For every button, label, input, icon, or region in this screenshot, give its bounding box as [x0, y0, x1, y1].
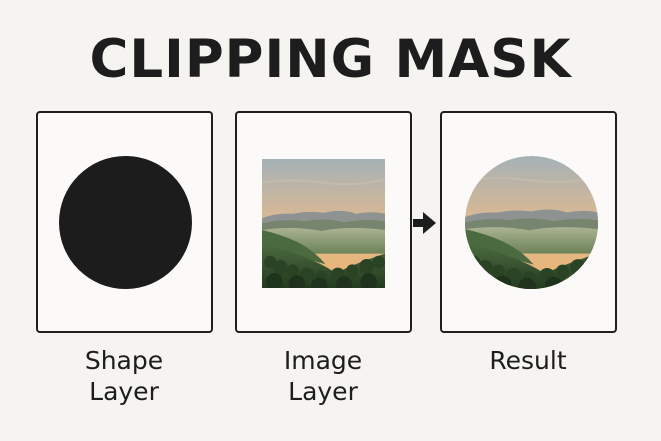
- shape-layer-label-line1: Shape: [84, 346, 164, 375]
- image-layer-panel: [235, 111, 412, 333]
- result-label: Result: [438, 345, 618, 376]
- result-panel: [440, 111, 617, 333]
- shape-layer-label: Shape Layer: [34, 345, 214, 407]
- masked-landscape-photo: [465, 156, 598, 289]
- diagram-title: CLIPPING MASK: [89, 29, 572, 90]
- image-layer-label-line2: Layer: [288, 377, 358, 406]
- shape-layer-panel: [36, 111, 213, 333]
- image-layer-label-line1: Image: [283, 346, 363, 375]
- arrow-right-icon: [413, 212, 436, 234]
- shape-layer-label-line2: Layer: [89, 377, 159, 406]
- image-layer-label: Image Layer: [233, 345, 413, 407]
- result-label-line1: Result: [489, 346, 567, 375]
- landscape-photo: [262, 159, 385, 288]
- black-circle-shape: [59, 156, 192, 289]
